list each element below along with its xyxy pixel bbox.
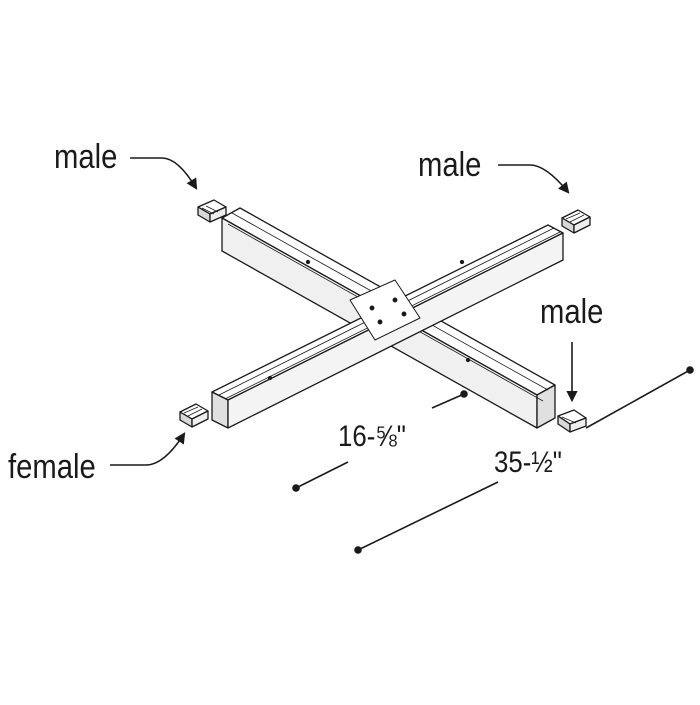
label-right-connector: male [540,293,604,331]
dimension-label-overall: 35-½" [494,446,562,479]
male-connector-top-right [561,209,591,234]
dimension-label-arm: 16-⅝" [338,420,406,453]
leader-arrow-top-right [498,164,570,194]
male-connector-top-left [197,199,227,223]
male-connector-right [557,409,587,433]
label-top-left-connector: male [54,138,118,176]
junction-plate [267,259,471,381]
dimension-line-arm [292,390,468,492]
label-top-right-connector: male [418,146,482,184]
leader-arrow-top-left [130,157,198,190]
female-connector-bottom-left [179,403,209,428]
dimension-line-overall [354,366,694,554]
leader-arrow-bottom-left [110,432,186,466]
label-bottom-left-connector: female [8,448,96,486]
